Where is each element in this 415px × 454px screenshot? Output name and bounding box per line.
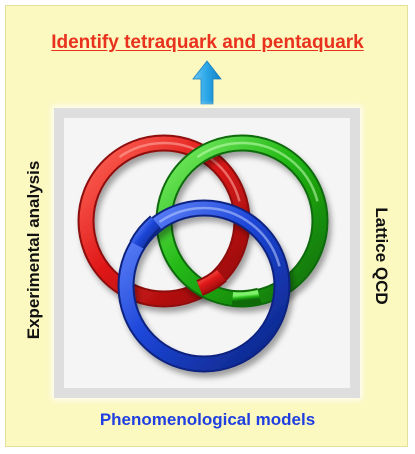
borromean-rings-icon xyxy=(77,134,329,373)
lattice-qcd-label: Lattice QCD xyxy=(372,207,391,305)
green-over-blue-crossing xyxy=(231,287,262,308)
phenomenological-models-label: Phenomenological models xyxy=(99,410,316,429)
red-over-green-crossing xyxy=(196,268,227,296)
blue-over-red-crossing xyxy=(129,215,162,250)
blue-ring xyxy=(117,199,291,373)
experimental-analysis-label: Experimental analysis xyxy=(24,160,43,340)
goal-title: Identify tetraquark and pentaquark xyxy=(51,32,364,53)
up-arrow-icon xyxy=(192,60,222,105)
